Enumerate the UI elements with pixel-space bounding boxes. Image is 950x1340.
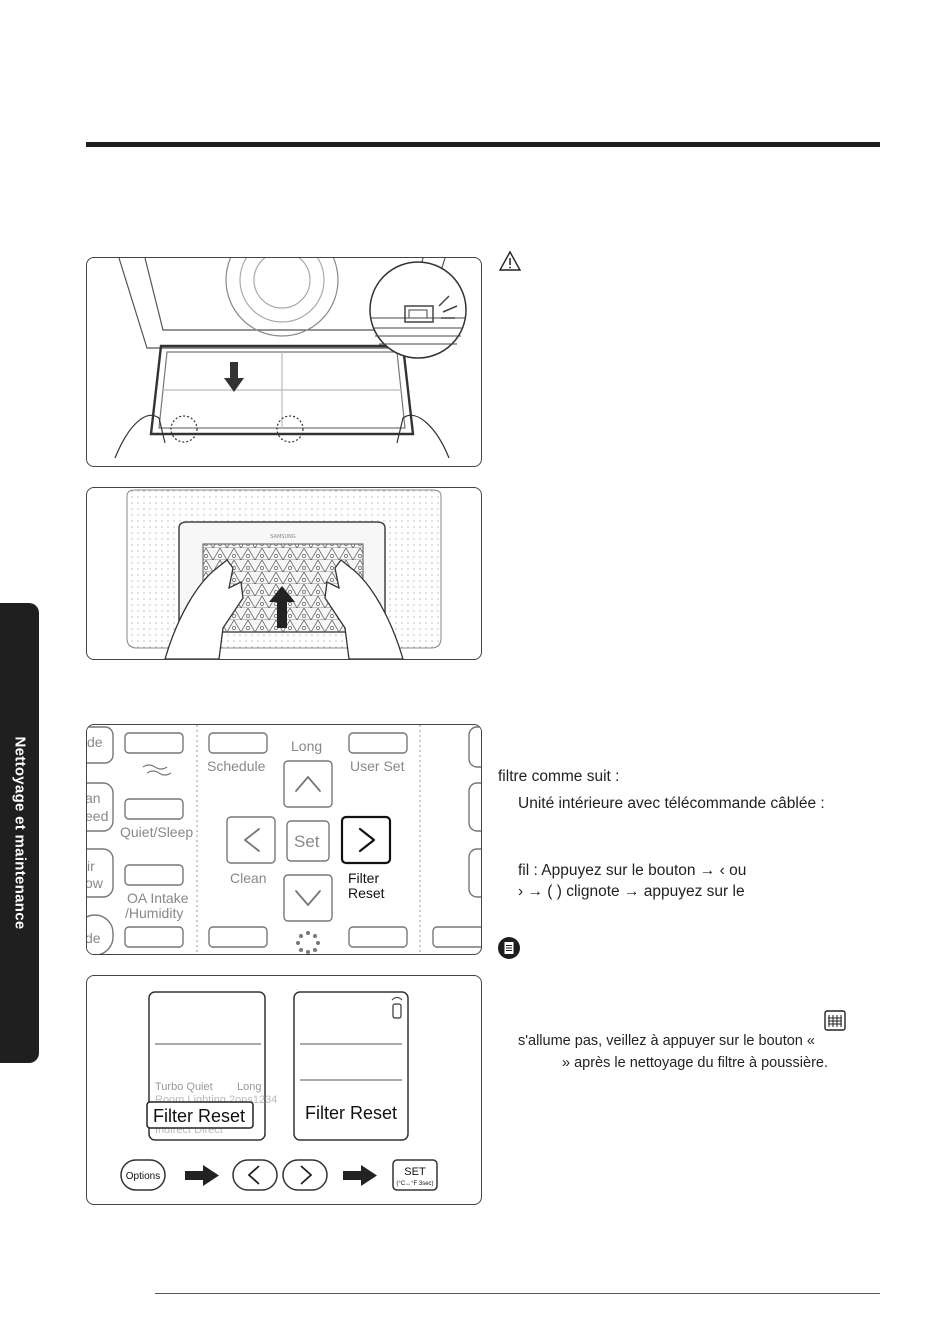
label-speed: eed [87, 808, 108, 824]
chevron-left-icon [247, 1165, 260, 1185]
label-set: Set [294, 832, 320, 851]
label-flow: ow [87, 875, 104, 891]
label-schedule: Schedule [207, 758, 266, 774]
note-text-line2: » après le nettoyage du filtre à poussiè… [562, 1055, 828, 1071]
label-long: Long [291, 738, 322, 754]
illustration-filter-push: SAMSUNG [86, 487, 482, 660]
top-rule [86, 142, 880, 147]
label-quiet-sleep: Quiet/Sleep [120, 824, 193, 840]
filter-icon [824, 1010, 846, 1031]
remote-keypad-drawing: de Schedule Long User Set an eed Quiet/S… [87, 725, 481, 954]
right-screen-label: Filter Reset [305, 1103, 397, 1123]
set-button-label: SET [404, 1166, 426, 1178]
arrow-right-icon [185, 1165, 219, 1186]
label-oa-intake: OA Intake/Humidity [125, 890, 189, 921]
section-tab-label: Nettoyage et maintenance [11, 736, 28, 930]
section-tab: Nettoyage et maintenance [0, 603, 39, 1063]
warning-icon [498, 250, 522, 271]
label-mode-top: de [87, 734, 103, 750]
set-button [392, 1159, 438, 1191]
display-sequence-drawing: Turbo Quiet Long Room Lighting 2ons1234 … [120, 991, 438, 1191]
svg-text:SAMSUNG: SAMSUNG [270, 534, 296, 540]
chevron-left-icon [244, 828, 260, 852]
body-text-line2: Unité intérieure avec télécommande câblé… [518, 795, 825, 812]
note-icon [498, 937, 520, 959]
illustration-filter-insert [86, 257, 482, 467]
label-mode-bottom: de [87, 930, 101, 946]
left-screen-row1: Turbo Quiet [155, 1081, 213, 1093]
label-fan: an [87, 790, 101, 806]
chevron-down-icon [295, 890, 321, 906]
filter-insert-drawing [114, 258, 467, 459]
chevron-up-icon [295, 776, 321, 792]
down-arrow-icon [224, 362, 244, 392]
up-arrow-icon [269, 586, 295, 628]
body-text-line3: fil : Appuyez sur le bouton → ‹ ou [518, 862, 747, 879]
illustration-display-sequence: Turbo Quiet Long Room Lighting 2ons1234 … [86, 975, 482, 1205]
body-text-line4: › → ( ) clignote → appuyez sur le [518, 883, 745, 900]
remote-icon [391, 997, 403, 1019]
body-text-line1: filtre comme suit : [498, 768, 620, 785]
left-screen-highlight: Filter Reset [153, 1106, 245, 1126]
chevron-right-icon [300, 1165, 313, 1185]
chevron-right-icon [358, 827, 376, 853]
bottom-rule [155, 1293, 880, 1294]
label-user-set: User Set [350, 758, 405, 774]
right-screen [293, 991, 409, 1141]
arrow-right-icon [343, 1165, 377, 1186]
illustration-remote-keypad: de Schedule Long User Set an eed Quiet/S… [86, 724, 482, 955]
label-air: ir [87, 858, 95, 874]
set-button-sub: (°C↔°F 3sec) [396, 1181, 433, 1187]
filter-push-drawing: SAMSUNG [126, 489, 442, 659]
options-button-label: Options [126, 1171, 160, 1182]
options-button [120, 1159, 166, 1191]
note-text-line1: s'allume pas, veillez à appuyer sur le b… [518, 1033, 815, 1049]
label-clean: Clean [230, 870, 267, 886]
left-screen-row1-right: Long [237, 1081, 261, 1093]
